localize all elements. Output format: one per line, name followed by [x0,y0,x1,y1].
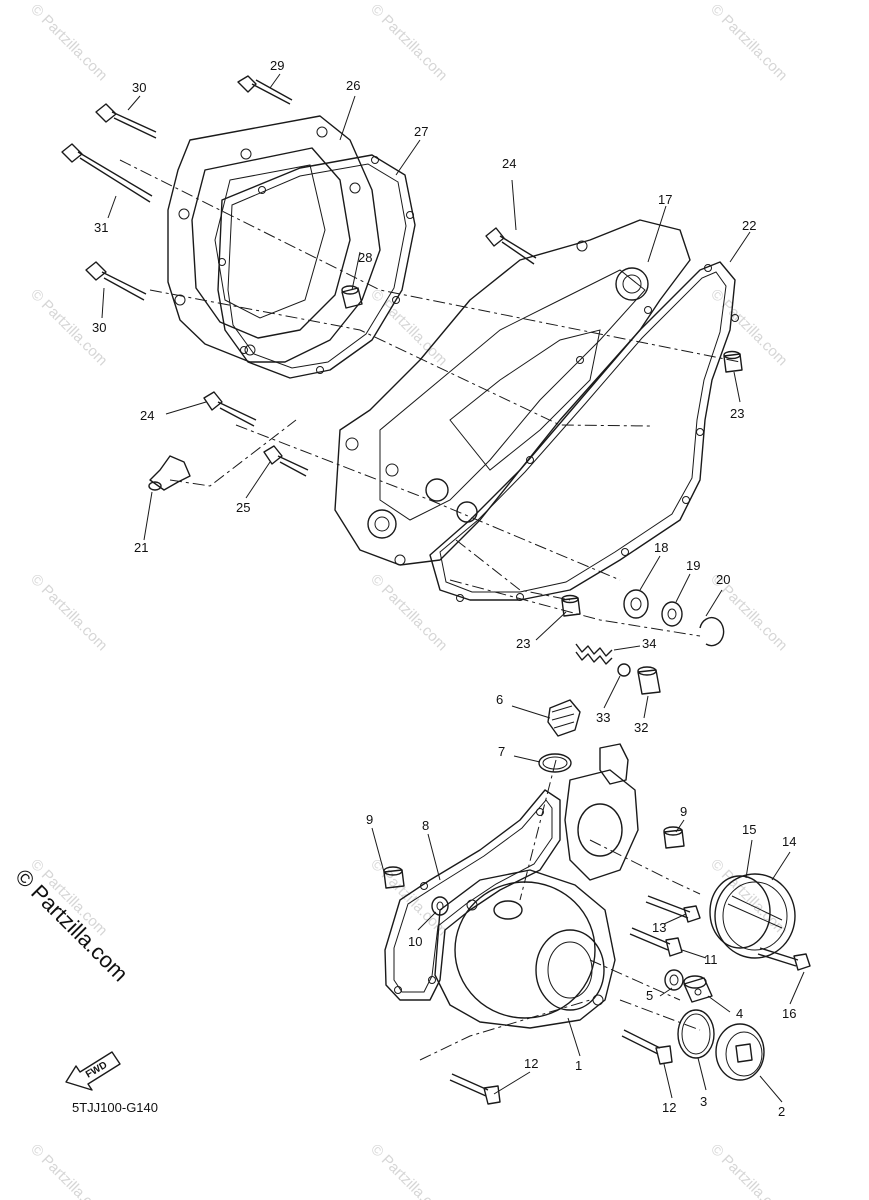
bolt-13 [645,895,701,923]
callout-19: 19 [686,558,700,573]
bolt-30-lower [85,261,147,301]
callout-25: 25 [236,500,250,515]
bolt-25 [263,445,309,477]
dowel-pin-23-upper [723,350,743,373]
callout-9-right: 9 [680,804,687,819]
bolt-30-upper [95,103,157,139]
callout-10: 10 [408,934,422,949]
callout-1: 1 [575,1058,582,1073]
bolt-29 [237,75,293,105]
callout-27: 27 [414,124,428,139]
bolt-31 [61,143,153,203]
watermark-text: © Partzilla.com [27,1141,110,1200]
gasket-8 [384,789,561,1001]
callout-28: 28 [358,250,372,265]
callout-16: 16 [782,1006,796,1021]
callout-labels: 1 2 3 4 5 6 7 8 9 9 10 11 12 12 13 14 15… [92,58,796,1119]
callout-2: 2 [778,1104,785,1119]
callout-30-lower: 30 [92,320,106,335]
watermark-text: © Partzilla.com [707,1,790,84]
callout-9-left: 9 [366,812,373,827]
callout-24-upper: 24 [502,156,516,171]
watermark-text: © Partzilla.com [707,1141,790,1200]
magneto-cover-1 [434,743,639,1029]
side-credit: © Partzilla.com [10,864,133,987]
bolt-11 [629,927,683,957]
watermark-text: © Partzilla.com [27,571,110,654]
callout-29: 29 [270,58,284,73]
callout-6: 6 [496,692,503,707]
o-ring-15 [709,875,771,949]
fitting-21 [148,455,191,491]
callout-33: 33 [596,710,610,725]
gasket-27 [217,154,416,379]
washer-5 [664,969,684,991]
watermark-text: © Partzilla.com [367,1141,450,1200]
bolt-12-right [621,1029,673,1065]
diagram-code: 5TJJ100-G140 [72,1100,158,1115]
bolt-24-lower [203,391,257,427]
watermark-text: © Partzilla.com [367,1,450,84]
cover-cap-14 [714,873,796,959]
callout-8: 8 [422,818,429,833]
callout-20: 20 [716,572,730,587]
o-ring-7 [538,753,572,773]
circlip-20 [699,616,725,647]
callout-11: 11 [704,952,718,967]
washer-10 [431,896,449,916]
crankcase-cover-17 [334,219,691,566]
callout-4: 4 [736,1006,743,1021]
clutch-cover-26 [167,115,381,363]
fwd-arrow-icon: FWD [65,1051,121,1091]
callout-23-upper: 23 [730,406,744,421]
oil-seal-18 [623,589,649,619]
callout-12-right: 12 [662,1100,676,1115]
callout-7: 7 [498,744,505,759]
callout-31: 31 [94,220,108,235]
dowel-pin-9-right [663,826,685,849]
bolt-16 [757,947,811,971]
callout-32: 32 [634,720,648,735]
alignment-lines [119,159,741,1061]
callout-23-lower: 23 [516,636,530,651]
callout-5: 5 [646,988,653,1003]
callout-30-upper: 30 [132,80,146,95]
dowel-pin-28 [341,285,363,309]
callout-34: 34 [642,636,656,651]
ball-33 [617,663,631,677]
callout-15: 15 [742,822,756,837]
callout-26: 26 [346,78,360,93]
bolt-12-left [449,1073,501,1105]
filler-plug-6 [547,699,581,737]
bolt-24-upper [485,227,537,265]
callout-3: 3 [700,1094,707,1109]
callout-22: 22 [742,218,756,233]
callout-17: 17 [658,192,672,207]
callout-18: 18 [654,540,668,555]
leader-lines [101,73,805,1103]
plug-2 [715,1023,765,1081]
callout-13: 13 [652,920,666,935]
watermark-text: © Partzilla.com [27,1,110,84]
watermark-layer: © Partzilla.com © Partzilla.com © Partzill… [27,1,790,1200]
collar-32 [637,666,661,695]
spring-34 [575,643,613,665]
callout-21: 21 [134,540,148,555]
callout-24-lower: 24 [140,408,154,423]
callout-12-left: 12 [524,1056,538,1071]
gasket-22 [429,261,739,602]
plug-4 [683,975,713,1003]
washer-19 [661,601,683,627]
o-ring-3 [677,1009,715,1059]
fwd-label: FWD [84,1060,109,1081]
callout-14: 14 [782,834,796,849]
